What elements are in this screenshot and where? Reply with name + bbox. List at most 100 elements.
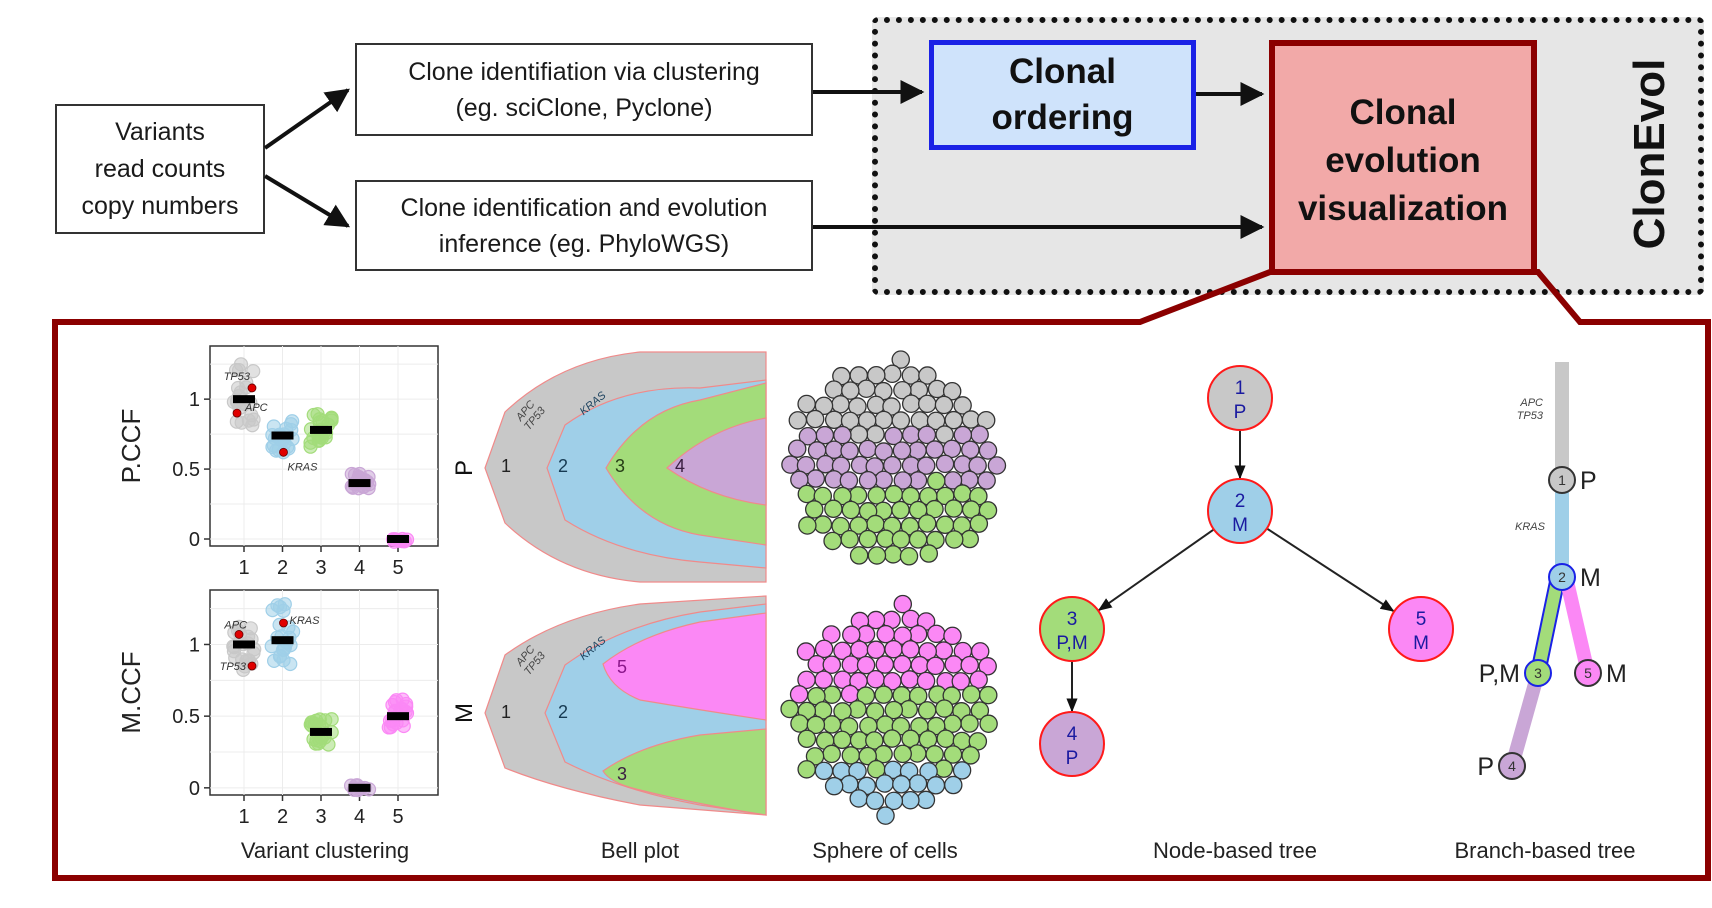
cell-clone-3 (884, 700, 904, 720)
bell-sample-label: P (451, 460, 478, 476)
cell-clone-5 (970, 642, 990, 661)
cell-clone-4 (884, 426, 903, 446)
cell-clone-5 (842, 625, 861, 645)
cell-clone-1 (953, 396, 972, 415)
cell-clone-3 (798, 516, 817, 535)
cell-clone-3 (833, 486, 852, 506)
cell-clone-4 (977, 471, 996, 490)
cell-clone-1 (918, 366, 937, 385)
cell-clone-3 (979, 714, 998, 734)
bell-clone-label: 5 (617, 657, 627, 677)
arrow-input-to-clustering (263, 88, 350, 150)
cell-clone-5 (841, 655, 861, 674)
y-axis-label: M.CCF (116, 651, 146, 733)
cell-clone-3 (962, 685, 981, 704)
cell-clone-5 (900, 670, 919, 689)
tree-node-4: 4P (1039, 711, 1105, 777)
driver-point (247, 661, 257, 671)
variant-point (311, 433, 326, 448)
cell-clone-1 (883, 364, 902, 384)
cluster-4 (344, 466, 377, 496)
cell-clone-3 (891, 500, 910, 520)
cell-clone-1 (824, 410, 844, 430)
cluster-mean-bar (233, 395, 255, 404)
cell-clone-5 (951, 672, 971, 691)
cell-clone-3 (917, 701, 937, 720)
cell-clone-3 (804, 500, 824, 519)
cell-clone-3 (823, 531, 842, 551)
driver-gene-label: TP53 (220, 661, 247, 673)
cell-clone-2 (892, 775, 911, 794)
cell-clone-3 (858, 746, 877, 766)
cell-clone-3 (908, 500, 928, 520)
cell-clone-3 (867, 546, 887, 565)
cell-clone-4 (978, 441, 998, 460)
node-clone-id: 5 (1416, 609, 1427, 630)
cell-clone-1 (901, 394, 921, 414)
clustering-box: Clone identifiation via clustering (eg. … (355, 43, 813, 136)
node-circle (1388, 596, 1454, 662)
cluster-mean-bar (271, 431, 294, 440)
cluster-4 (343, 778, 377, 798)
driver-gene-label: KRAS (290, 615, 321, 627)
variant-point (306, 407, 321, 423)
cell-clone-5 (789, 685, 809, 704)
cell-clone-3 (927, 471, 946, 491)
cell-clone-5 (849, 671, 868, 691)
bell-clone-label: 3 (617, 764, 627, 784)
cluster-mean-bar (310, 425, 332, 434)
cell-clone-5 (797, 670, 816, 690)
cell-clone-3 (790, 714, 809, 733)
cell-clone-3 (952, 516, 972, 535)
cell-clone-3 (841, 500, 861, 520)
cell-clone-4 (917, 425, 937, 445)
cell-clone-4 (892, 441, 912, 460)
branch-node-circle (1574, 659, 1602, 687)
cell-clone-3 (849, 546, 869, 565)
branch-node-id: 3 (1534, 665, 1542, 681)
variant-point (246, 364, 261, 379)
bell-sample-label: M (451, 703, 478, 723)
sphere-m (780, 594, 998, 825)
node-samples: M (1413, 633, 1429, 654)
y-tick-label: 0.5 (172, 706, 200, 728)
cell-clone-2 (884, 791, 904, 811)
cell-clone-4 (790, 470, 809, 490)
cell-clone-4 (925, 440, 945, 459)
branch-node-id: 2 (1558, 569, 1566, 585)
x-tick-label: 3 (315, 806, 326, 828)
cell-clone-3 (865, 731, 884, 750)
cell-clone-2 (926, 776, 946, 795)
cell-clone-3 (969, 514, 989, 533)
sphere-of-cells-panel (780, 350, 1007, 825)
bell-clone-label: 2 (558, 702, 568, 722)
cell-clone-4 (807, 441, 827, 460)
cell-clone-1 (893, 380, 912, 400)
cell-clone-4 (901, 425, 921, 445)
cell-clone-4 (953, 425, 973, 445)
cell-clone-3 (944, 499, 964, 518)
cell-clone-3 (936, 729, 955, 749)
cell-clone-2 (952, 761, 972, 780)
cell-clone-1 (857, 379, 876, 398)
cell-clone-3 (876, 529, 895, 548)
cell-clone-3 (867, 486, 886, 505)
cell-clone-3 (824, 499, 843, 519)
cell-clone-1 (840, 411, 860, 431)
cell-clone-5 (833, 641, 852, 661)
cell-clone-5 (822, 625, 841, 644)
cell-clone-3 (797, 760, 816, 779)
variant-point (277, 597, 292, 612)
caption-bell-plot: Bell plot (600, 838, 680, 863)
cell-clone-4 (858, 471, 878, 490)
cell-clone-3 (945, 530, 964, 549)
node-circle (1039, 596, 1105, 662)
variant-point (231, 363, 247, 378)
node-clone-id: 2 (1235, 491, 1246, 512)
